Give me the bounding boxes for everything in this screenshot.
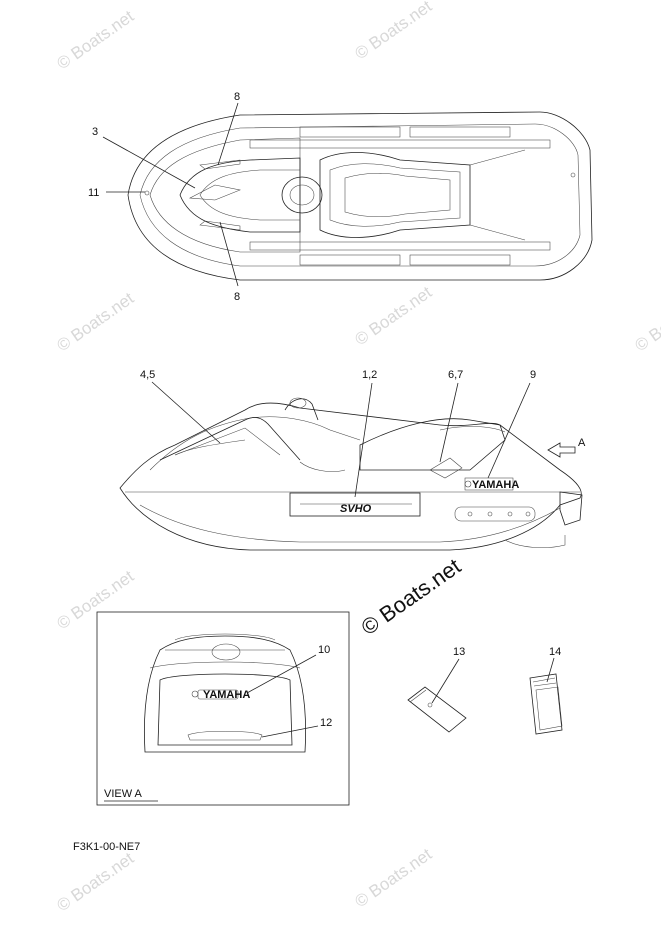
view-a-label: VIEW A bbox=[104, 788, 143, 800]
part-14-card bbox=[529, 657, 563, 735]
watermark-text: © Boats.net bbox=[53, 6, 137, 73]
decal-brand-text: YAMAHA bbox=[472, 479, 519, 491]
watermark-text: © Boats.net bbox=[351, 844, 435, 911]
part-13-tag bbox=[407, 658, 467, 733]
view-a-panel: YAMAHA bbox=[96, 611, 350, 806]
callout-4-5: 4,5 bbox=[140, 369, 155, 381]
callout-12: 12 bbox=[320, 717, 332, 729]
watermark-text: © Boats.net bbox=[351, 282, 435, 349]
side-decal-svho: SVHO bbox=[340, 503, 372, 515]
callout-13: 13 bbox=[453, 646, 465, 658]
footer-code: F3K1-00-NE7 bbox=[73, 841, 140, 853]
callout-11: 11 bbox=[88, 187, 99, 199]
watermark-text: © Boats.net bbox=[351, 0, 435, 63]
watermark-layer: © Boats.net © Boats.net © Boats.net © Bo… bbox=[53, 0, 661, 915]
callout-9: 9 bbox=[530, 369, 536, 381]
view-a-brand-text: YAMAHA bbox=[203, 689, 250, 701]
callout-8-upper: 8 bbox=[234, 91, 240, 103]
decal-model-text: SVHO bbox=[340, 503, 372, 515]
callout-a: A bbox=[578, 437, 586, 449]
top-view bbox=[102, 102, 593, 287]
watermark-text: © Boats.net bbox=[53, 566, 137, 633]
callout-6-7: 6,7 bbox=[448, 369, 463, 381]
side-view: SVHO YAMAHA bbox=[119, 381, 583, 551]
watermark-text: © Boats.net bbox=[53, 288, 137, 355]
callout-8-lower: 8 bbox=[234, 291, 240, 303]
watermark-text: © Boats.net bbox=[53, 848, 137, 915]
callout-3: 3 bbox=[92, 126, 98, 138]
callout-1-2: 1,2 bbox=[362, 369, 377, 381]
watermark-text: © Boats.net bbox=[631, 288, 661, 355]
callout-14: 14 bbox=[549, 646, 561, 658]
callout-10: 10 bbox=[318, 644, 330, 656]
callout-labels: 3 8 11 8 4,5 1,2 6,7 9 A 10 12 13 14 VIE… bbox=[73, 91, 586, 853]
watermark-main: © Boats.net bbox=[357, 553, 466, 640]
